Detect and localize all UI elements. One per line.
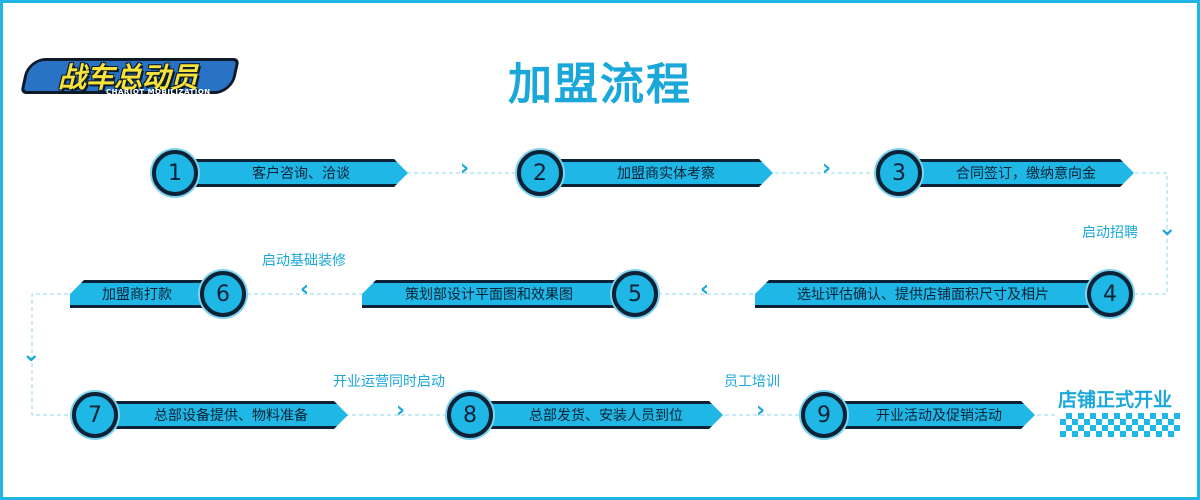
step-number: 7 (72, 392, 118, 438)
step-number: 3 (876, 150, 922, 196)
logo-text: 战车总动员 (58, 61, 199, 94)
step-label: 加盟商实体考察 (537, 159, 773, 187)
note-start-basic-renovation: 启动基础装修 (262, 253, 346, 269)
note-start-recruiting: 启动招聘 (1082, 225, 1138, 241)
step-9: 开业活动及促销活动 9 (801, 392, 1035, 438)
arrow-down-icon: ⌄ (1158, 216, 1177, 241)
step-2: 加盟商实体考察 2 (517, 150, 773, 196)
note-opening-operation-start: 开业运营同时启动 (333, 374, 445, 390)
arrow-right-icon: › (460, 156, 470, 181)
step-label: 总部设备提供、物料准备 (92, 401, 348, 429)
checkered-flag-icon (1060, 413, 1180, 437)
connector-6-7 (31, 293, 75, 416)
arrow-left-icon: ‹ (300, 277, 310, 302)
connector-3-4 (1125, 172, 1168, 295)
step-1: 客户咨询、洽谈 1 (152, 150, 408, 196)
step-number: 8 (447, 392, 493, 438)
page-title: 加盟流程 (508, 59, 692, 110)
brand-logo: 战车总动员 CHARIOT MOBILIZATION (20, 48, 240, 104)
note-staff-training: 员工培训 (724, 374, 780, 390)
step-label: 总部发货、安装人员到位 (467, 401, 723, 429)
step-6: 加盟商打款 6 (70, 271, 246, 317)
logo-subtext: CHARIOT MOBILIZATION (106, 88, 211, 96)
step-3: 合同签订，缴纳意向金 3 (876, 150, 1134, 196)
step-7: 总部设备提供、物料准备 7 (72, 392, 348, 438)
step-number: 2 (517, 150, 563, 196)
step-5: 策划部设计平面图和效果图 5 (362, 271, 658, 317)
step-number: 1 (152, 150, 198, 196)
arrow-right-icon: › (396, 398, 406, 423)
arrow-down-icon: ⌄ (22, 342, 41, 367)
step-number: 5 (612, 271, 658, 317)
step-number: 9 (801, 392, 847, 438)
step-8: 总部发货、安装人员到位 8 (447, 392, 723, 438)
step-label: 客户咨询、洽谈 (172, 159, 408, 187)
step-4: 选址评估确认、提供店铺面积尺寸及相片 4 (755, 271, 1133, 317)
arrow-left-icon: ‹ (700, 277, 710, 302)
step-label: 开业活动及促销活动 (821, 401, 1035, 429)
step-number: 4 (1087, 271, 1133, 317)
arrow-right-icon: › (756, 398, 766, 423)
final-step-store-opening: 店铺正式开业 (1058, 389, 1173, 411)
step-label: 策划部设计平面图和效果图 (362, 280, 638, 308)
step-label: 合同签订，缴纳意向金 (896, 159, 1134, 187)
step-number: 6 (200, 271, 246, 317)
arrow-right-icon: › (822, 156, 832, 181)
step-label: 选址评估确认、提供店铺面积尺寸及相片 (755, 280, 1113, 308)
